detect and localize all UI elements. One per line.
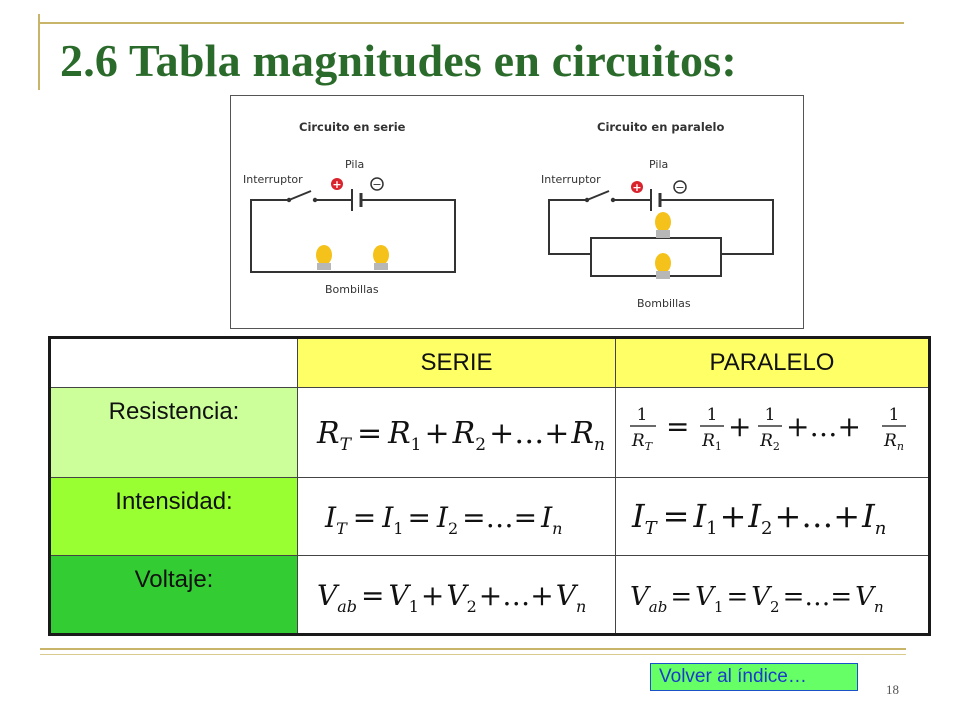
parallel-bulb-icon [655, 212, 671, 238]
series-circuit: Circuito en serie Pila Interruptor + − [243, 120, 456, 296]
parallel-circuit: Circuito en paralelo Pila Interruptor + … [541, 120, 774, 310]
series-switch-label: Interruptor [243, 173, 303, 186]
parallel-bulbs-label: Bombillas [637, 297, 691, 310]
svg-text:Vab=V1+V2+…+Vn: Vab=V1+V2+…+Vn [317, 579, 586, 616]
parallel-bulb-icon [655, 253, 671, 279]
back-to-index-button[interactable]: Volver al índice… [650, 663, 858, 691]
formula-serie-intensidad: IT=I1=I2=…=In [297, 477, 616, 557]
plus-sign: + [632, 181, 641, 194]
table-row: Resistencia: RT=R1+R2+…+Rn 1 RT = 1 R1 + [49, 386, 930, 479]
page-number: 18 [886, 682, 899, 697]
formula-paralelo-resistencia: 1 RT = 1 R1 + 1 R2 +…+ 1 [615, 386, 930, 479]
svg-text:Vab=V1=V2=…=Vn: Vab=V1=V2=…=Vn [630, 582, 884, 616]
formula-serie-resistencia: RT=R1+R2+…+Rn [297, 386, 616, 479]
slide-title: 2.6 Tabla magnitudes en circuitos: [60, 35, 737, 86]
minus-sign: − [675, 181, 684, 194]
minus-sign: − [372, 178, 381, 191]
decorative-top-rule [38, 22, 904, 24]
formula-serie-voltaje: Vab=V1+V2+…+Vn [297, 555, 616, 635]
header-serie: SERIE [297, 337, 616, 388]
svg-text:R2: R2 [759, 431, 780, 453]
parallel-circuit-title: Circuito en paralelo [597, 120, 724, 134]
magnitudes-table: SERIE PARALELO Resistencia: RT=R1+R2+…+R… [48, 336, 931, 636]
series-minus-terminal-icon: − [370, 177, 384, 191]
series-bulb-icon [316, 245, 332, 270]
svg-text:+…+: +…+ [786, 410, 861, 443]
table-row: Intensidad: IT=I1=I2=…=In IT=I1+I2+…+In [49, 477, 930, 557]
series-circuit-title: Circuito en serie [299, 120, 406, 134]
table-row: Voltaje: Vab=V1+V2+…+Vn Vab=V1=V2=…=Vn [49, 555, 930, 635]
decorative-vertical-rule [38, 14, 40, 90]
footer-rule [40, 648, 906, 650]
row-label-resistencia: Resistencia: [49, 386, 298, 479]
formula-paralelo-voltaje: Vab=V1=V2=…=Vn [615, 555, 930, 635]
svg-text:+: + [728, 410, 751, 443]
circuit-diagram-image: Circuito en serie Pila Interruptor + − [230, 95, 804, 329]
header-blank-cell [49, 337, 298, 388]
parallel-plus-terminal-icon: + [631, 181, 643, 194]
footer-rule-thin [40, 654, 906, 655]
series-battery-label: Pila [345, 158, 364, 171]
svg-text:Rn: Rn [883, 431, 904, 453]
svg-text:=: = [666, 410, 689, 443]
svg-text:1: 1 [889, 405, 900, 425]
plus-sign: + [332, 178, 341, 191]
svg-text:IT=I1+I2+…+In: IT=I1+I2+…+In [631, 497, 886, 539]
svg-text:1: 1 [765, 405, 776, 425]
svg-text:RT=R1+R2+…+Rn: RT=R1+R2+…+Rn [316, 416, 605, 455]
svg-text:IT=I1=I2=…=In: IT=I1=I2=…=In [324, 501, 562, 538]
svg-text:1: 1 [637, 405, 648, 425]
table-header-row: SERIE PARALELO [49, 337, 930, 388]
svg-text:R1: R1 [701, 431, 722, 453]
svg-text:RT: RT [631, 431, 654, 453]
parallel-battery-label: Pila [649, 158, 668, 171]
header-paralelo: PARALELO [615, 337, 930, 388]
parallel-minus-terminal-icon: − [673, 180, 687, 194]
series-bulb-icon [373, 245, 389, 270]
series-bulbs-label: Bombillas [325, 283, 379, 296]
parallel-switch-label: Interruptor [541, 173, 601, 186]
formula-paralelo-intensidad: IT=I1+I2+…+In [615, 477, 930, 557]
svg-text:1: 1 [707, 405, 718, 425]
row-label-intensidad: Intensidad: [49, 477, 298, 557]
series-plus-terminal-icon: + [331, 178, 343, 191]
row-label-voltaje: Voltaje: [49, 555, 298, 635]
